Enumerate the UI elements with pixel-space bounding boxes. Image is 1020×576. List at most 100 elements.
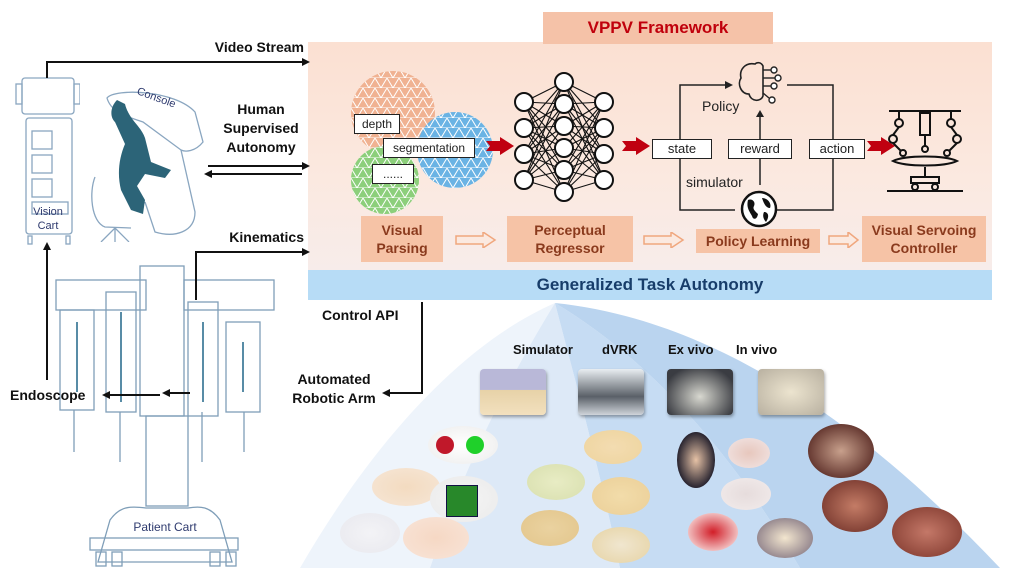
nn-edge [563, 125, 605, 181]
ellipsis-tag: ...... [372, 164, 414, 184]
control-api-label: Control API [322, 307, 399, 323]
nn-edge [563, 101, 605, 149]
nn-node [594, 92, 614, 112]
sim-task-pegs-disc [403, 517, 469, 559]
label-line: Autonomy [226, 139, 296, 155]
dvrk-task-pegs-disc [527, 464, 585, 500]
nn-node [554, 94, 574, 114]
invivo-task-3-disc [892, 507, 962, 557]
dvrk-image [578, 369, 644, 415]
nn-edge [563, 103, 605, 155]
vision-cart-label: Vision Cart [28, 205, 68, 233]
depth-tag: depth [354, 114, 400, 134]
nn-node [514, 118, 534, 138]
state-tag: state [652, 139, 712, 159]
stage-perceptual-regressor: Perceptual Regressor [507, 216, 633, 262]
label-line: Supervised [223, 120, 299, 136]
invivo-task-2-disc [822, 480, 888, 532]
label-line: Robotic Arm [292, 390, 376, 406]
nn-edge [523, 81, 565, 155]
reward-tag: reward [728, 139, 792, 159]
nn-node [514, 144, 534, 164]
nn-node [594, 118, 614, 138]
human-supervised-autonomy-label: Human Supervised Autonomy [218, 100, 304, 157]
console-illustration [91, 91, 204, 242]
vision-cart-label-line2: Cart [37, 220, 59, 232]
red-ball-icon [436, 436, 454, 454]
stage-label: Policy Learning [705, 233, 811, 249]
endoscope-label: Endoscope [10, 387, 86, 403]
brain-icon [738, 61, 782, 104]
nn-edge [563, 103, 605, 181]
nn-node [594, 170, 614, 190]
exvivo-task-2-disc [728, 438, 770, 468]
nn-edge [523, 101, 565, 171]
invivo-robot-image [758, 369, 824, 415]
label-line: Automated [297, 371, 371, 387]
nn-node [554, 160, 574, 180]
nn-edge [523, 125, 565, 181]
stage-visual-servoing-controller: Visual Servoing Controller [862, 216, 986, 262]
nn-edge [523, 81, 565, 129]
automated-robotic-arm-label: Automated Robotic Arm [286, 370, 382, 408]
exvivo-task-5-disc [757, 518, 813, 558]
dvrk-task-thread-disc [521, 510, 579, 546]
stage-label: Visual Servoing Controller [871, 222, 977, 256]
policy-label: Policy [702, 98, 740, 114]
simulator-label: simulator [686, 174, 743, 190]
red-arrow-icon [867, 137, 895, 155]
nn-node [554, 116, 574, 136]
green-ball-icon [466, 436, 484, 454]
nn-edge [523, 103, 565, 155]
exvivo-task-4-disc [688, 513, 738, 551]
simulator-image [480, 369, 546, 415]
generalized-task-autonomy-banner: Generalized Task Autonomy [308, 270, 992, 300]
pyramid-invivo-region [555, 303, 1000, 568]
surgical-robot-icon [887, 110, 963, 192]
level-invivo-label: In vivo [736, 342, 778, 357]
level-simulator-label: Simulator [513, 342, 573, 357]
patient-cart-label: Patient Cart [133, 520, 197, 534]
exvivo-task-3-disc [721, 478, 771, 510]
segmentation-tag: segmentation [383, 138, 475, 158]
nn-node [554, 72, 574, 92]
red-arrow-icon [622, 137, 650, 155]
stage-label: Perceptual Regressor [534, 222, 606, 256]
exvivo-robot-image [667, 369, 733, 415]
kinematics-label: Kinematics [229, 229, 304, 245]
dvrk-task-suture-disc [584, 430, 642, 464]
level-dvrk-label: dVRK [602, 342, 638, 357]
nn-node [554, 138, 574, 158]
dvrk-task-pickplace-disc [592, 477, 650, 515]
nn-node [514, 170, 534, 190]
stage-policy-learning: Policy Learning [696, 229, 820, 253]
action-tag: action [809, 139, 865, 159]
neural-network-icon [514, 72, 614, 202]
peg-board-grid-icon [446, 485, 478, 517]
video-stream-label: Video Stream [214, 39, 304, 55]
vision-cart-label-line1: Vision [33, 206, 63, 218]
nn-node [594, 144, 614, 164]
nn-node [554, 182, 574, 202]
hollow-arrow-icon [643, 232, 685, 248]
invivo-task-1-disc [808, 424, 874, 478]
stage-label: Visual Parsing [376, 222, 428, 256]
hollow-arrow-icon [828, 232, 860, 248]
patient-cart-illustration [55, 265, 275, 567]
dvrk-task-letters-disc [592, 527, 650, 563]
nn-edge [563, 81, 605, 155]
red-arrow-icon [486, 137, 514, 155]
nn-node [514, 92, 534, 112]
globe-icon [740, 190, 778, 228]
framework-title: VPPV Framework [543, 12, 773, 44]
label-line: Human [237, 101, 285, 117]
sim-task-ring-disc [340, 513, 400, 553]
hollow-arrow-icon [455, 232, 497, 248]
nn-edge [563, 127, 605, 193]
nn-edge [563, 101, 605, 171]
level-exvivo-label: Ex vivo [668, 342, 714, 357]
exvivo-task-1-disc [677, 432, 715, 488]
sim-task-needle-disc [372, 468, 440, 506]
nn-edge [523, 103, 565, 181]
